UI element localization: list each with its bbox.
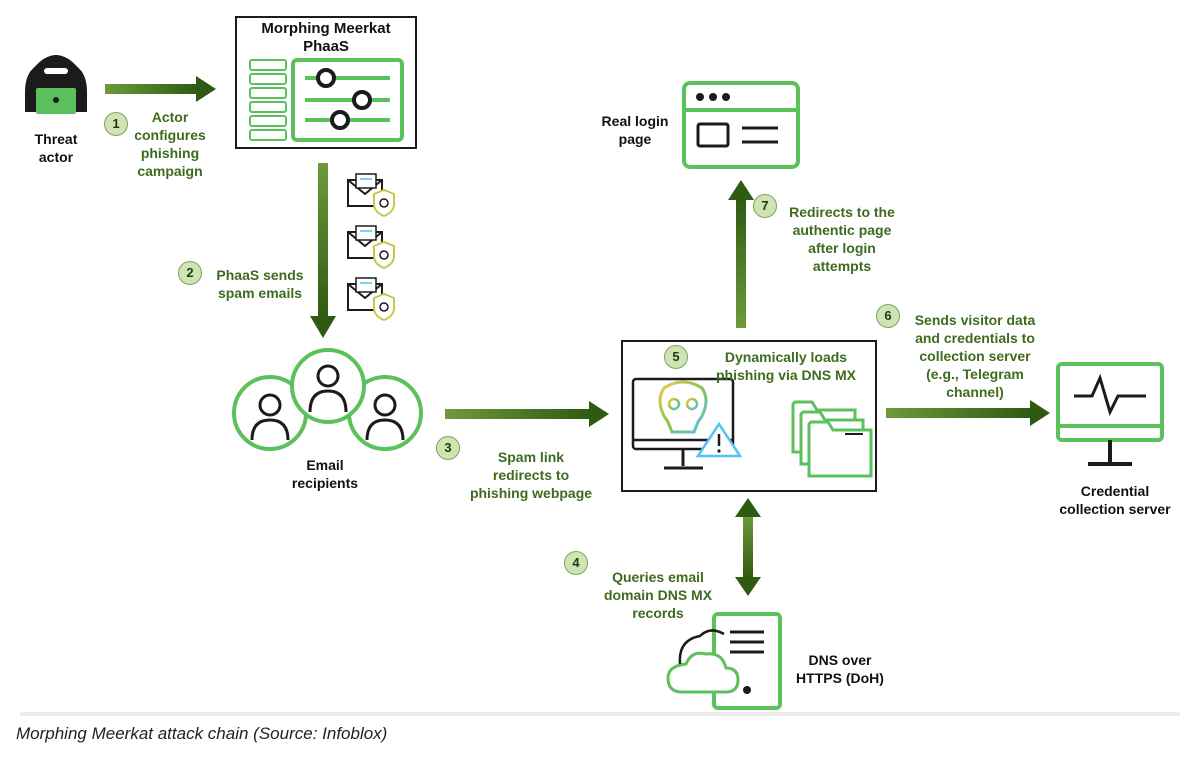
step-6-text: Sends visitor data and credentials to co… <box>914 312 1036 400</box>
arrow-phishing-doh-bidirectional <box>735 498 761 596</box>
step-badge-5: 5 <box>664 345 688 369</box>
step-badge-2: 2 <box>178 261 202 285</box>
arrow-phishing-to-real-login <box>728 180 754 328</box>
step-5-text: Dynamically loads phishing via DNS MX <box>715 349 856 383</box>
step-3-text: Spam link redirects to phishing webpage <box>469 449 593 501</box>
folder-stack-icon <box>791 400 873 478</box>
arrow-phishing-to-server <box>886 400 1050 426</box>
skull-monitor-icon <box>631 377 743 470</box>
step-7-text: Redirects to the authentic page after lo… <box>789 204 895 274</box>
real-login-label: Real login page <box>601 113 669 147</box>
step-4-text: Queries email domain DNS MX records <box>603 569 713 621</box>
step-badge-6: 6 <box>876 304 900 328</box>
figure-caption: Morphing Meerkat attack chain (Source: I… <box>16 724 388 743</box>
arrow-actor-to-phaas <box>105 76 216 102</box>
credential-server-label: Credential collection server <box>1059 483 1171 517</box>
phishing-page-box <box>621 340 877 492</box>
malicious-email-icon <box>347 277 395 322</box>
threat-actor-label: Threat actor <box>34 131 78 165</box>
hacker-icon <box>25 55 87 114</box>
arrow-phaas-to-recipients <box>310 163 336 338</box>
step-badge-7: 7 <box>753 194 777 218</box>
cloud-server-icon <box>666 612 782 710</box>
server-rack-icon <box>249 59 287 141</box>
divider <box>20 712 1180 716</box>
arrow-recipients-to-phishing <box>445 401 609 427</box>
control-panel-icon <box>291 58 404 142</box>
browser-window-icon <box>682 81 800 169</box>
phaas-box <box>235 16 417 149</box>
step-badge-4: 4 <box>564 551 588 575</box>
malicious-email-icon <box>347 225 395 270</box>
phaas-title: Morphing Meerkat PhaaS <box>261 20 391 55</box>
step-2-text: PhaaS sends spam emails <box>216 267 304 301</box>
step-badge-1: 1 <box>104 112 128 136</box>
users-icon <box>232 348 423 451</box>
doh-label: DNS over HTTPS (DoH) <box>796 652 884 686</box>
email-recipients-label: Email recipients <box>291 457 359 491</box>
malicious-email-icon <box>347 173 395 218</box>
monitor-pulse-icon <box>1056 362 1164 466</box>
step-badge-3: 3 <box>436 436 460 460</box>
step-1-text: Actor configures phishing campaign <box>134 109 206 179</box>
